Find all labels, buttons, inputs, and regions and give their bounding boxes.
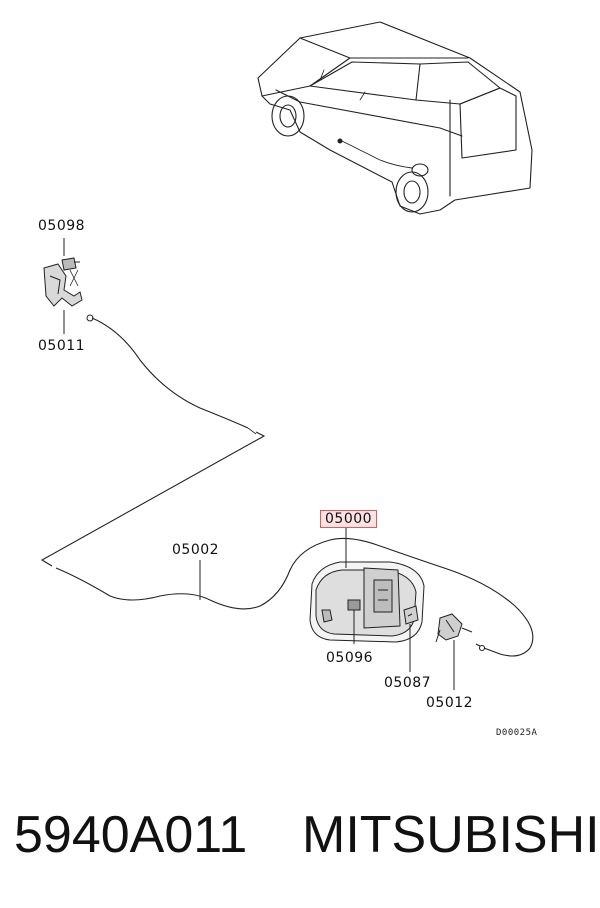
callout-05096[interactable]: 05096 [326, 650, 374, 666]
footer: 5940A011 MITSUBISHI [0, 800, 600, 870]
drawing-code: D00025A [496, 728, 538, 738]
callout-05011[interactable]: 05011 [38, 338, 86, 354]
parts-diagram [40, 21, 534, 690]
bumper-part [403, 605, 419, 672]
release-cable [40, 317, 534, 657]
car-illustration [257, 21, 533, 215]
callout-05012[interactable]: 05012 [426, 695, 474, 711]
fuel-lid-assembly [309, 528, 425, 643]
opener-lever-assembly [43, 257, 94, 322]
callout-05098[interactable]: 05098 [38, 218, 86, 234]
latch-part [435, 613, 473, 690]
part-number: 5940A011 [14, 806, 248, 864]
callout-05087[interactable]: 05087 [384, 675, 432, 691]
callout-05002[interactable]: 05002 [172, 542, 220, 558]
callout-05000[interactable]: 05000 [320, 510, 378, 528]
brand-name: MITSUBISHI [302, 806, 600, 864]
